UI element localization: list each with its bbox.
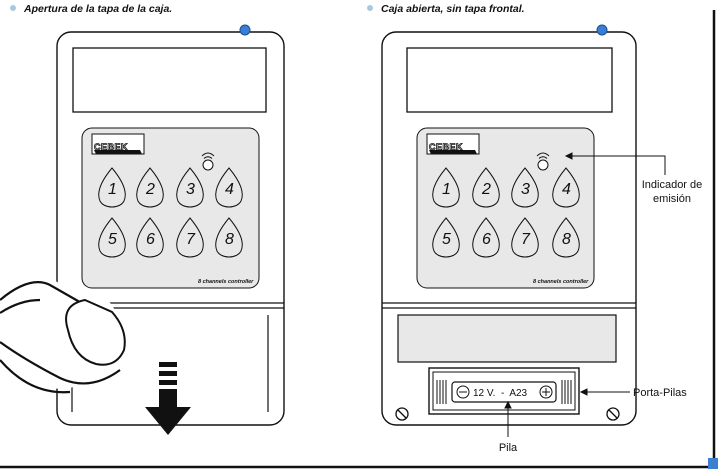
bullet-icon	[10, 5, 16, 11]
caption-right: Caja abierta, sin tapa frontal.	[367, 3, 525, 15]
right-display-window	[406, 47, 613, 113]
indicator-label-line2: emisión	[653, 193, 691, 205]
left-key-label-1: 1	[108, 181, 117, 198]
right-key-label-7: 7	[521, 231, 531, 248]
caption-left-text: Apertura de la tapa de la caja.	[24, 3, 173, 15]
left-led-icon	[239, 24, 251, 36]
left-keys: 1 2 3 4 5 6 7 8	[98, 167, 243, 258]
right-keys: 1 2 3 4 5 6 7 8	[432, 167, 580, 258]
battery	[451, 381, 557, 403]
right-key-label-8: 8	[562, 231, 571, 248]
left-key-label-5: 5	[108, 231, 117, 248]
battery-text: 12 V. - A23	[473, 388, 528, 399]
down-arrow-icon	[145, 362, 191, 435]
caption-left: Apertura de la tapa de la caja.	[10, 3, 172, 15]
battery-label: Pila	[499, 442, 518, 454]
screw-icon	[606, 407, 620, 421]
indicator-pointer	[564, 152, 666, 175]
left-key-label-6: 6	[146, 231, 155, 248]
battery-compartment-window	[397, 314, 617, 363]
battery-pointer	[504, 400, 512, 437]
left-key-label-4: 4	[225, 181, 234, 198]
right-brand-logo: CEBEK	[429, 142, 463, 152]
battery-holder-pointer	[579, 388, 630, 396]
battery-holder: 12 V. - A23	[428, 367, 580, 415]
left-key-label-2: 2	[145, 181, 155, 198]
right-controller-label: 8 channels controller	[533, 279, 589, 285]
right-key-label-1: 1	[442, 181, 451, 198]
right-key-label-4: 4	[562, 181, 571, 198]
plus-terminal-icon	[539, 385, 553, 399]
right-key-label-5: 5	[442, 231, 451, 248]
minus-terminal-icon	[456, 385, 470, 399]
left-controller-label: 8 channels controller	[198, 279, 254, 285]
screw-icon	[395, 407, 409, 421]
right-key-label-3: 3	[521, 181, 530, 198]
right-key-label-6: 6	[482, 231, 491, 248]
left-device: CEBEK 1 2 3 4 5 6 7 8 8 channels control…	[0, 24, 285, 435]
right-device: CEBEK 1 2 3 4 5 6 7 8 8 channels control…	[381, 24, 666, 437]
right-led-icon	[596, 24, 608, 36]
right-key-label-2: 2	[481, 181, 491, 198]
left-key-label-8: 8	[225, 231, 234, 248]
left-keypad	[81, 127, 260, 289]
battery-holder-label: Porta-Pilas	[633, 387, 687, 399]
left-key-label-7: 7	[186, 231, 196, 248]
caption-right-text: Caja abierta, sin tapa frontal.	[381, 3, 525, 15]
finger-illustration	[0, 267, 135, 394]
left-brand-logo: CEBEK	[94, 142, 128, 152]
corner-marker	[708, 458, 718, 469]
bullet-icon	[367, 5, 373, 11]
left-key-label-3: 3	[186, 181, 195, 198]
indicator-label-line1: Indicador de	[642, 179, 703, 191]
left-display-window	[72, 47, 267, 113]
right-keypad	[416, 127, 595, 289]
